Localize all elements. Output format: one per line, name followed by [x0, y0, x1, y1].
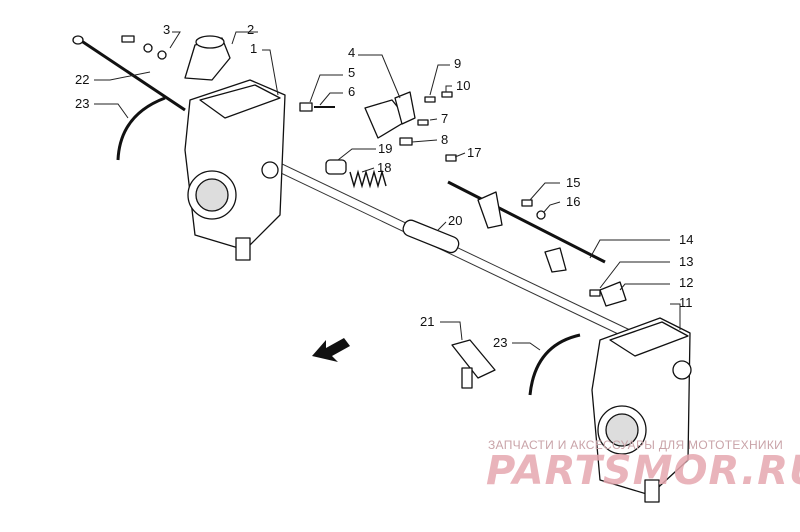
callout-8: 8 [441, 132, 449, 147]
part-23-vent-tube-right [528, 333, 581, 396]
front-direction-arrow-icon [312, 338, 350, 362]
callout-4: 4 [348, 45, 356, 60]
part-19-bushing [325, 159, 347, 175]
callout-15: 15 [566, 175, 581, 190]
part-17-screw [445, 154, 457, 162]
callout-5: 5 [348, 65, 356, 80]
part-21-tee-fitting [451, 339, 496, 389]
callout-17: 17 [467, 145, 482, 160]
part-3-screw-washers [121, 35, 167, 60]
part-18-spring [349, 169, 387, 189]
callout-2: 2 [247, 22, 255, 37]
callout-7: 7 [441, 111, 449, 126]
linkage-hardware [299, 91, 453, 146]
part-11-carburetor-right [591, 317, 692, 503]
callout-21: 21 [420, 314, 435, 329]
part-2-fitting [184, 35, 231, 81]
callout-11: 11 [679, 295, 693, 310]
callout-19: 19 [378, 141, 393, 156]
callout-9: 9 [454, 56, 462, 71]
callout-20: 20 [448, 213, 463, 228]
callout-10: 10 [456, 78, 471, 93]
callout-23-left: 23 [75, 96, 90, 111]
callout-3: 3 [163, 22, 171, 37]
part-20-sleeve [402, 219, 460, 254]
callout-14: 14 [679, 232, 694, 247]
callout-13: 13 [679, 254, 694, 269]
part-16-washer [536, 210, 546, 220]
leader-lines [94, 31, 681, 351]
part-14-throttle-shaft [447, 180, 606, 273]
callout-16: 16 [566, 194, 581, 209]
callout-12: 12 [679, 275, 694, 290]
part-13-screw [589, 289, 601, 297]
callout-18: 18 [377, 160, 392, 175]
part-1-carburetor-left [184, 79, 286, 261]
callout-1: 1 [250, 41, 258, 56]
part-15-screw [521, 199, 533, 207]
callout-6: 6 [348, 84, 356, 99]
part-23-vent-tube-left [116, 96, 166, 161]
callout-22: 22 [75, 72, 90, 87]
part-12-bracket [599, 281, 627, 307]
callout-23-right: 23 [493, 335, 508, 350]
